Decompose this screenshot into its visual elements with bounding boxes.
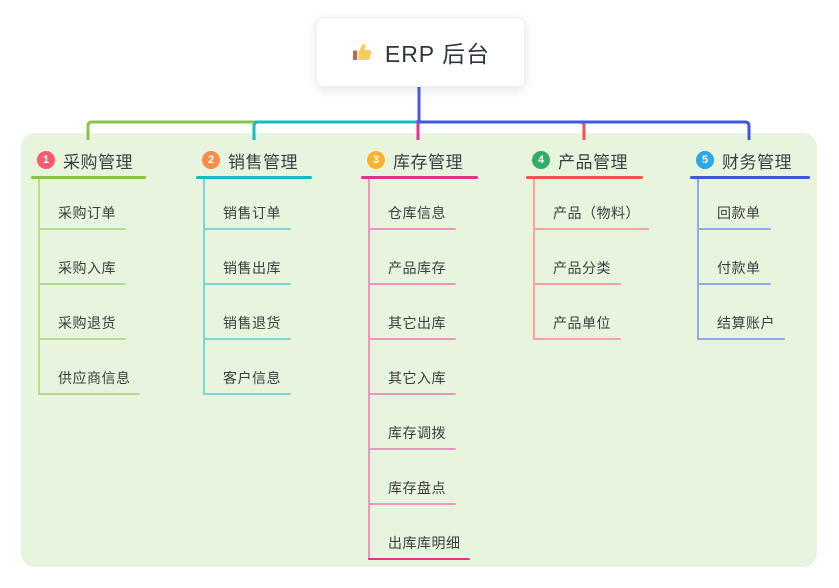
- branch-trunk-line: [697, 179, 699, 340]
- child-node[interactable]: 仓库信息: [388, 205, 446, 221]
- child-node[interactable]: 出库库明细: [388, 535, 461, 551]
- topic-underline: [690, 176, 810, 179]
- child-node[interactable]: 供应商信息: [58, 370, 131, 386]
- topic-underline: [361, 176, 478, 179]
- child-underline: [38, 393, 140, 395]
- topic-underline: [526, 176, 643, 179]
- child-underline: [697, 338, 785, 340]
- topic-label: 销售管理: [228, 152, 298, 172]
- child-node[interactable]: 付款单: [717, 260, 761, 276]
- child-underline: [368, 448, 456, 450]
- topic-node[interactable]: 4 产品管理: [532, 149, 628, 172]
- topic-number-badge: 2: [202, 151, 220, 169]
- topic-label: 财务管理: [722, 152, 792, 172]
- branch-trunk-line: [38, 179, 40, 395]
- child-node[interactable]: 销售退货: [223, 315, 281, 331]
- child-underline: [203, 228, 291, 230]
- child-underline: [368, 338, 456, 340]
- topic-node[interactable]: 3 库存管理: [367, 149, 463, 172]
- child-underline: [38, 338, 126, 340]
- child-underline: [533, 283, 621, 285]
- child-node[interactable]: 库存调拨: [388, 425, 446, 441]
- child-node[interactable]: 销售出库: [223, 260, 281, 276]
- child-underline: [203, 283, 291, 285]
- thumbs-up-icon: [351, 40, 375, 64]
- topic-label: 产品管理: [558, 152, 628, 172]
- topic-node[interactable]: 1 采购管理: [37, 149, 133, 172]
- child-underline: [368, 283, 456, 285]
- child-underline: [697, 228, 771, 230]
- child-node[interactable]: 客户信息: [223, 370, 281, 386]
- root-node[interactable]: ERP 后台: [316, 17, 525, 87]
- child-underline: [368, 228, 456, 230]
- child-underline: [38, 228, 126, 230]
- branch-trunk-line: [368, 179, 370, 560]
- child-underline: [368, 558, 470, 560]
- topic-label: 采购管理: [63, 152, 133, 172]
- topic-label: 库存管理: [393, 152, 463, 172]
- child-node[interactable]: 产品（物料）: [553, 205, 640, 221]
- child-node[interactable]: 库存盘点: [388, 480, 446, 496]
- child-node[interactable]: 销售订单: [223, 205, 281, 221]
- child-node[interactable]: 采购入库: [58, 260, 116, 276]
- child-node[interactable]: 回款单: [717, 205, 761, 221]
- child-node[interactable]: 其它出库: [388, 315, 446, 331]
- child-underline: [368, 393, 456, 395]
- branch-trunk-line: [203, 179, 205, 395]
- child-underline: [697, 283, 771, 285]
- topic-node[interactable]: 2 销售管理: [202, 149, 298, 172]
- child-underline: [203, 393, 291, 395]
- topic-number-badge: 1: [37, 151, 55, 169]
- topic-underline: [31, 176, 146, 179]
- topic-number-badge: 4: [532, 151, 550, 169]
- child-underline: [38, 283, 126, 285]
- child-node[interactable]: 产品分类: [553, 260, 611, 276]
- child-node[interactable]: 采购退货: [58, 315, 116, 331]
- child-underline: [533, 338, 621, 340]
- child-node[interactable]: 结算账户: [717, 315, 775, 331]
- child-node[interactable]: 产品库存: [388, 260, 446, 276]
- topic-underline: [196, 176, 312, 179]
- topic-node[interactable]: 5 财务管理: [696, 149, 792, 172]
- child-underline: [203, 338, 291, 340]
- branch-trunk-line: [533, 179, 535, 340]
- root-node-label: ERP 后台: [384, 41, 491, 67]
- topic-number-badge: 5: [696, 151, 714, 169]
- child-underline: [368, 503, 456, 505]
- child-underline: [533, 228, 649, 230]
- topic-number-badge: 3: [367, 151, 385, 169]
- child-node[interactable]: 产品单位: [553, 315, 611, 331]
- child-node[interactable]: 采购订单: [58, 205, 116, 221]
- canvas-background: [21, 133, 817, 567]
- child-node[interactable]: 其它入库: [388, 370, 446, 386]
